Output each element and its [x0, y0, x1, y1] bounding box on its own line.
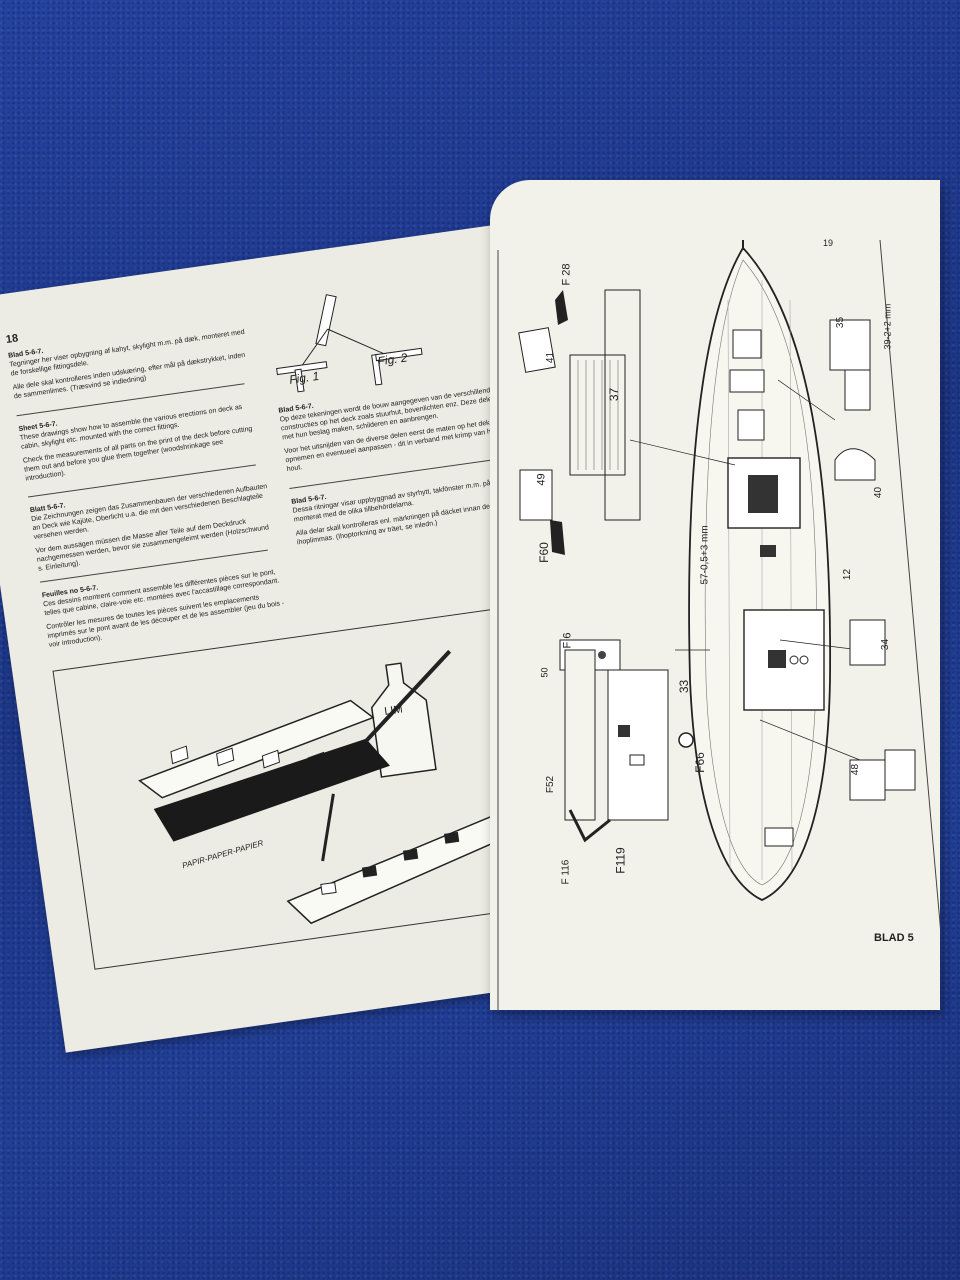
right-page-number: 19	[823, 238, 834, 248]
part-label-41: 41	[545, 351, 557, 364]
part-label-33: 33	[677, 679, 692, 694]
part-label-f28: F 28	[560, 263, 573, 286]
deck-assembly-drawing	[497, 239, 940, 1010]
part-label-37: 37	[607, 387, 622, 402]
german-section: Blatt 5-6-7. Die Zeichnungen zeigen das …	[29, 473, 276, 574]
part-label-f6: F 6	[561, 632, 574, 649]
part-label-f116: F 116	[560, 859, 572, 885]
part-label-50: 50	[539, 667, 550, 678]
left-page-number: 18	[5, 332, 19, 346]
left-page: 18 Blad 5-6-7. Tegninger her viser opbyg…	[0, 222, 621, 1053]
part-label-f119: F119	[613, 847, 628, 874]
part-label-f52: F52	[545, 775, 557, 794]
part-label-dim2: 39-2+2 mm	[882, 303, 893, 350]
part-label-34: 34	[880, 638, 892, 651]
part-label-49: 49	[535, 473, 548, 486]
danish-section: Blad 5-6-7. Tegninger her viser opbygnin…	[8, 318, 253, 401]
part-label-f66: F66	[692, 752, 707, 773]
fig-1-2-drawing	[276, 294, 423, 393]
part-label-f60: F60	[536, 542, 551, 563]
part-label-dim1: 57-0,5+3 mm	[699, 525, 711, 585]
part-label-12: 12	[842, 568, 854, 581]
english-section: Sheet 5-6-7. These drawings show how to …	[18, 392, 264, 484]
gluing-illustration-frame: LIM PAPIR-PAPER-PAPIER	[52, 603, 572, 970]
part-label-35: 35	[835, 316, 847, 329]
right-page: 19 BLAD 5	[490, 180, 940, 1010]
french-section: Feuilles no 5-6-7. Ces dessins montrent …	[41, 558, 287, 650]
part-label-48: 48	[850, 763, 862, 776]
sheet-label: BLAD 5	[874, 932, 914, 944]
lim-label: LIM	[383, 703, 404, 718]
part-label-40: 40	[873, 486, 885, 499]
gluing-illustration	[138, 649, 532, 925]
